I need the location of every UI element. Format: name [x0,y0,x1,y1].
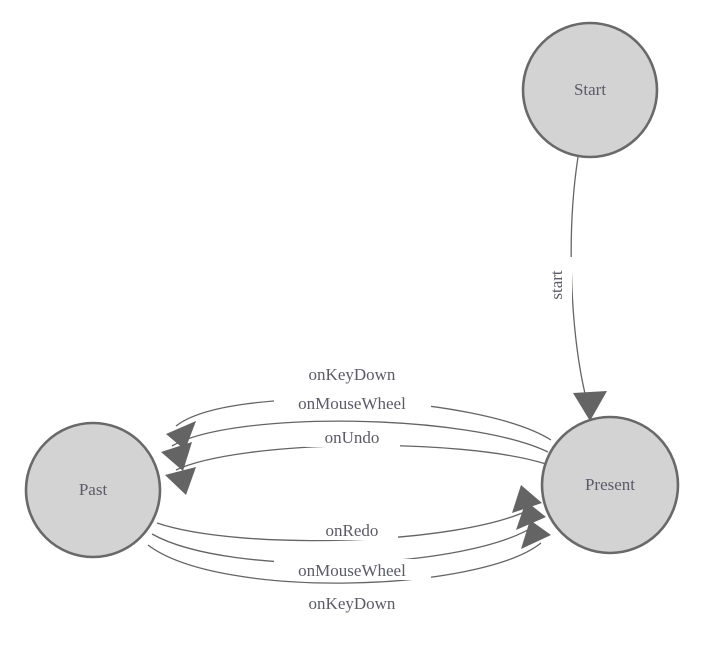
node-present-label: Present [585,475,635,494]
node-present[interactable]: Present [540,415,680,555]
edge-label-redo-mousewheel-bg [274,559,431,580]
edge-label-undo-mousewheel-bg [274,392,431,413]
node-present-circle [540,415,680,555]
arrowhead-past-to-present-redo [512,485,542,513]
node-start-circle [521,21,659,159]
node-past[interactable]: Past [24,421,162,559]
edge-start-to-present[interactable] [570,156,607,421]
arrowhead-start-to-present [573,391,607,421]
node-start-label: Start [574,80,606,99]
edge-label-redo-mousewheel-text: onMouseWheel [298,561,406,580]
edge-label-undo-mousewheel-text: onMouseWheel [298,394,406,413]
edge-label-undo-mousewheel: onMouseWheel [274,392,431,413]
edge-past-to-present-keydown-path [147,542,542,584]
edge-label-redo-keydown: onKeyDown [284,592,421,613]
edge-label-undo-text: onUndo [325,428,380,447]
edge-label-redo: onRedo [308,519,398,540]
edge-label-start-bg [553,257,572,313]
arrowhead-present-to-past-keydown [166,421,196,450]
arrowhead-present-to-past-undo [165,467,196,495]
edge-start-to-present-path [570,156,590,411]
node-past-circle [24,421,162,559]
edge-label-undo: onUndo [305,426,400,447]
edge-label-redo-keydown-bg [284,592,421,613]
edge-label-start-text: start [547,270,566,300]
edge-label-redo-mousewheel: onMouseWheel [274,559,431,580]
edge-present-to-past-mousewheel-path [171,420,549,453]
edge-label-undo-bg [305,426,400,447]
edge-label-undo-keydown-bg [284,363,421,384]
edge-label-undo-keydown: onKeyDown [284,363,421,384]
arrowhead-past-to-present-mousewheel [516,501,546,530]
edge-present-to-past-undo[interactable] [165,444,547,495]
edge-label-redo-text: onRedo [326,521,379,540]
arrowhead-past-to-present-keydown [521,520,551,549]
edge-label-redo-bg [308,519,398,540]
node-past-label: Past [79,480,108,499]
edge-label-start: start [547,257,572,313]
edge-label-redo-keydown-text: onKeyDown [309,594,396,613]
edge-label-undo-keydown-text: onKeyDown [309,365,396,384]
edge-past-to-present-keydown[interactable] [147,520,551,584]
node-start[interactable]: Start [521,21,659,159]
arrowhead-present-to-past-mousewheel [161,442,192,471]
edge-present-to-past-undo-path [175,444,547,471]
edge-present-to-past-mousewheel[interactable] [161,420,549,471]
